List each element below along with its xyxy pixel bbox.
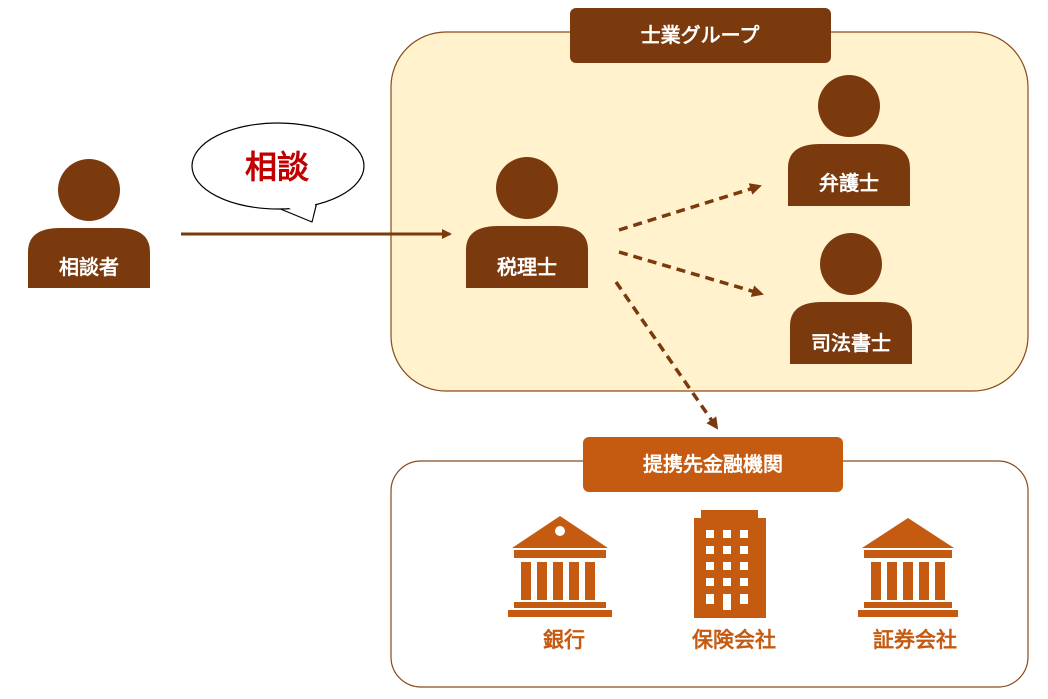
speech-bubble-text: 相談 [245,148,310,186]
lawyer-label: 弁護士 [819,171,879,195]
judicial-scrivener-person: 司法書士 [790,233,912,364]
tax-accountant-label: 税理士 [497,255,557,279]
office-building-icon [694,510,766,618]
bank-label: 銀行 [543,628,585,652]
group-title: 士業グループ [641,23,761,47]
referral-arrow-scrivener [618,250,764,297]
person-icon [58,159,120,221]
consultant-label: 相談者 [59,255,119,279]
insurance-label: 保険会社 [691,628,776,652]
bank-icon [508,516,612,617]
securities-label: 証券会社 [873,628,957,652]
tax-accountant-person: 税理士 [466,157,588,288]
professional-group-panel [390,31,1029,392]
person-icon [818,75,880,137]
lawyer-person: 弁護士 [788,75,910,206]
group-title-tab: 士業グループ [570,8,831,63]
speech-bubble: 相談 [191,122,365,223]
person-icon [820,233,882,295]
person-icon [496,157,558,219]
partners-title: 提携先金融機関 [643,452,783,476]
securities-bank-icon [858,518,958,617]
judicial-scrivener-label: 司法書士 [811,331,891,355]
referral-arrow-lawyer [618,183,762,232]
consultant-person: 相談者 [28,159,150,288]
partners-title-tab: 提携先金融機関 [583,437,843,492]
